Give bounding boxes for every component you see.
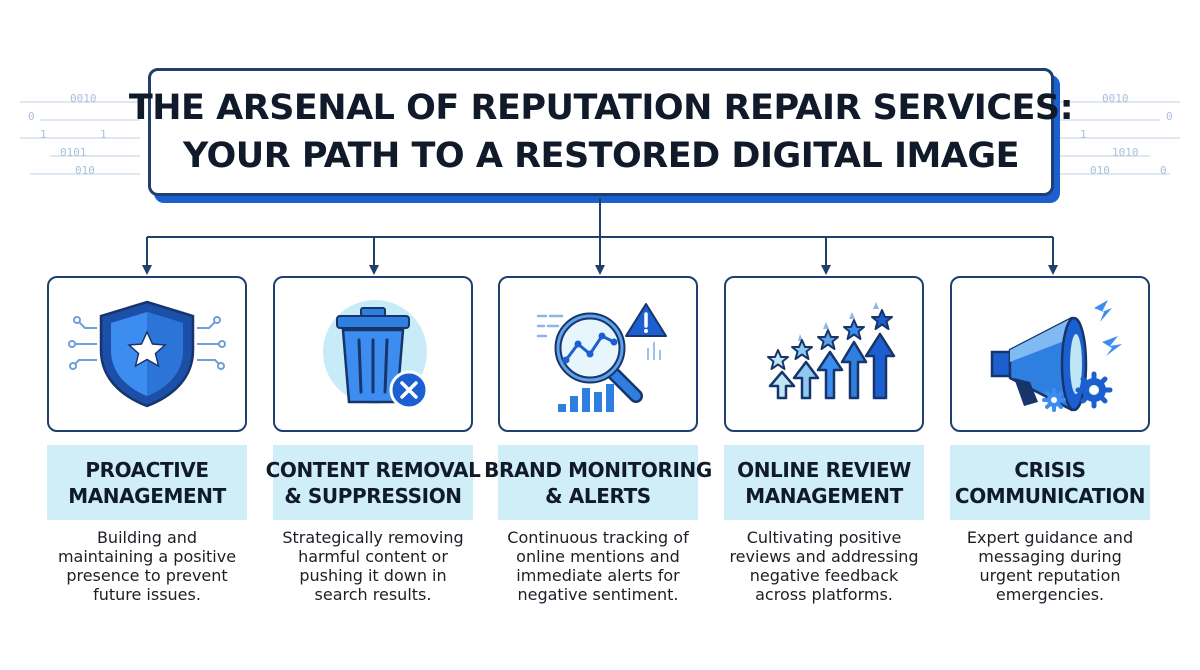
shield-star-icon — [68, 300, 226, 408]
service-description-content-removal: Strategically removing harmful content o… — [263, 528, 483, 604]
service-title-brand-monitoring: BRAND MONITORING & ALERTS — [484, 445, 712, 520]
page-title-line-2: YOUR PATH TO A RESTORED DIGITAL IMAGE — [182, 136, 1020, 176]
service-card-proactive — [47, 276, 247, 432]
description-line: immediate alerts for — [516, 566, 680, 585]
binary-text: 0 — [1166, 110, 1173, 123]
description-line: Continuous tracking of — [507, 528, 689, 547]
description-line: maintaining a positive — [57, 547, 237, 566]
circuit-lines-right — [1060, 101, 1180, 175]
binary-text: 0101 — [60, 146, 87, 159]
circuit-lines-left — [20, 101, 140, 175]
description-line: reviews and addressing — [729, 547, 919, 566]
service-description-brand-monitoring: Continuous tracking of online mentions a… — [488, 528, 708, 604]
service-description-online-review: Cultivating positive reviews and address… — [714, 528, 934, 604]
trash-delete-icon — [323, 300, 429, 410]
binary-text: 1 — [1080, 128, 1087, 141]
service-card-crisis — [950, 276, 1150, 432]
title-box: THE ARSENAL OF REPUTATION REPAIR SERVICE… — [129, 68, 1074, 196]
description-line: online mentions and — [516, 547, 680, 566]
service-title-line: PROACTIVE — [85, 457, 209, 482]
description-line: negative sentiment. — [517, 585, 679, 604]
binary-decoration-left: 0010 0 1 0101 1 010 — [20, 80, 140, 190]
service-card-brand-monitoring — [498, 276, 698, 432]
megaphone-gears-icon — [990, 300, 1122, 412]
description-line: search results. — [314, 585, 432, 604]
service-card-content-removal — [273, 276, 473, 432]
service-title-content-removal: CONTENT REMOVAL & SUPPRESSION — [266, 445, 481, 520]
description-line: messaging during — [978, 547, 1122, 566]
service-title-line: CRISIS — [1014, 457, 1086, 482]
description-line: Strategically removing — [282, 528, 464, 547]
service-description-crisis: Expert guidance and messaging during urg… — [940, 528, 1160, 604]
description-line: urgent reputation — [979, 566, 1121, 585]
binary-decoration-right: 0010 0 1 1010 0 010 — [1060, 80, 1180, 190]
service-title-line: ONLINE REVIEW — [737, 457, 911, 482]
description-line: across platforms. — [755, 585, 893, 604]
binary-text: 0 — [1160, 164, 1167, 177]
description-line: presence to prevent — [66, 566, 228, 585]
service-title-line: MANAGEMENT — [68, 483, 226, 508]
binary-text: 1 — [40, 128, 47, 141]
description-line: future issues. — [93, 585, 201, 604]
service-title-proactive: PROACTIVE MANAGEMENT — [47, 445, 247, 520]
service-title-line: COMMUNICATION — [954, 483, 1146, 508]
binary-text: 0 — [28, 110, 35, 123]
description-line: Cultivating positive — [746, 528, 902, 547]
page-title-line-1: THE ARSENAL OF REPUTATION REPAIR SERVICE… — [128, 88, 1074, 128]
service-title-online-review: ONLINE REVIEW MANAGEMENT — [724, 445, 924, 520]
binary-text: 1010 — [1112, 146, 1139, 159]
binary-text: 010 — [1090, 164, 1110, 177]
binary-text: 1 — [100, 128, 107, 141]
description-line: Building and — [96, 528, 198, 547]
magnifier-alert-icon — [536, 303, 667, 412]
description-line: harmful content or — [298, 547, 448, 566]
service-title-line: CONTENT REMOVAL — [265, 457, 481, 482]
service-title-crisis: CRISIS COMMUNICATION — [950, 445, 1150, 520]
service-card-online-review — [724, 276, 924, 432]
service-description-proactive: Building and maintaining a positive pres… — [37, 528, 257, 604]
description-line: Expert guidance and — [966, 528, 1134, 547]
description-line: pushing it down in — [299, 566, 447, 585]
service-title-line: BRAND MONITORING — [484, 457, 712, 482]
stars-arrows-icon — [767, 302, 896, 400]
service-title-line: MANAGEMENT — [745, 483, 903, 508]
description-line: negative feedback — [749, 566, 899, 585]
service-title-line: & ALERTS — [545, 483, 651, 508]
binary-text: 010 — [75, 164, 95, 177]
binary-text: 0010 — [70, 92, 97, 105]
service-title-line: & SUPPRESSION — [284, 483, 462, 508]
binary-text: 0010 — [1102, 92, 1129, 105]
description-line: emergencies. — [995, 585, 1105, 604]
